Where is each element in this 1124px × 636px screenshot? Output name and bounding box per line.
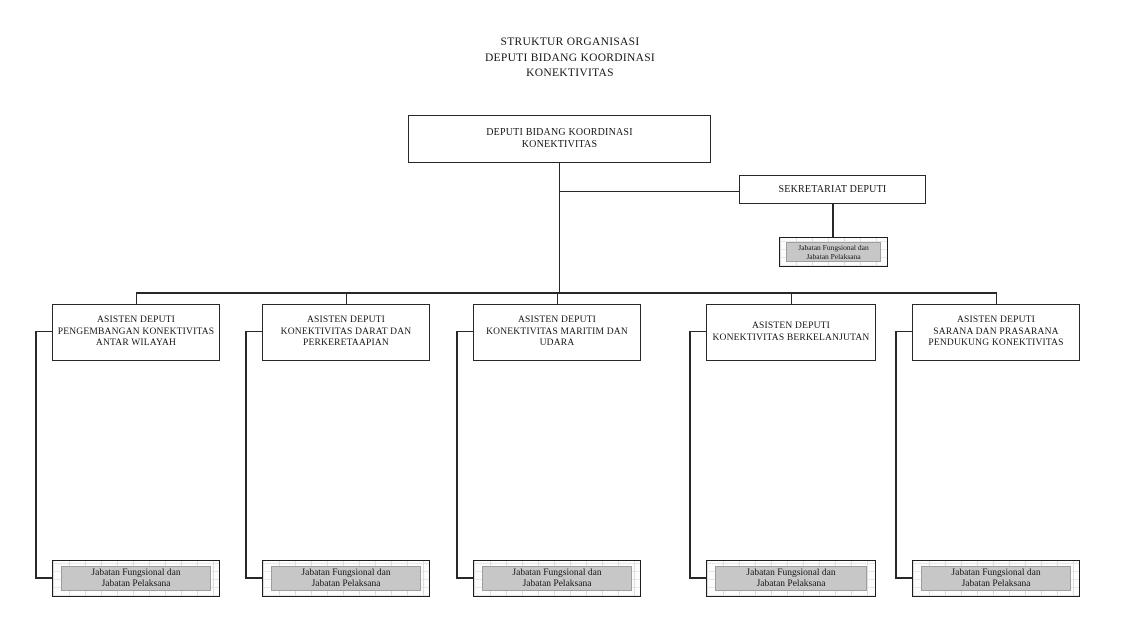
connector-elbow-vertical-5 [895,330,897,579]
jabatan-label-line: Jabatan Pelaksana [311,578,381,589]
node-asisten-deputi-3: ASISTEN DEPUTI KONEKTIVITAS MARITIM DAN … [473,304,641,361]
connector-drop-unit-4 [790,292,792,304]
jabatan-label-line: Jabatan Fungsional dan [798,243,869,252]
node-jabatan-secretariat: Jabatan Fungsional dan Jabatan Pelaksana [779,237,888,267]
node-jabatan-unit-2: Jabatan Fungsional dan Jabatan Pelaksana [262,560,430,597]
connector-elbow-bottom-4 [689,577,706,579]
connector-elbow-stub-4 [689,330,706,332]
node-label-line: ANTAR WILAYAH [95,338,177,349]
node-label-line: ASISTEN DEPUTI [306,314,385,325]
jabatan-label: Jabatan Fungsional dan Jabatan Pelaksana [715,566,867,591]
connector-elbow-stub-1 [35,330,52,332]
connector-drop-unit-5 [995,292,997,304]
connector-drop-unit-2 [345,292,347,304]
node-asisten-deputi-1: ASISTEN DEPUTI PENGEMBANGAN KONEKTIVITAS… [52,304,220,361]
node-label-line: PENDUKUNG KONEKTIVITAS [928,338,1064,349]
node-label-line: ASISTEN DEPUTI [96,314,175,325]
node-jabatan-unit-4: Jabatan Fungsional dan Jabatan Pelaksana [706,560,876,597]
connector-elbow-vertical-2 [245,330,247,579]
connector-root-spine [558,163,560,293]
node-label-line: ASISTEN DEPUTI [517,314,596,325]
jabatan-label: Jabatan Fungsional dan Jabatan Pelaksana [786,242,881,262]
connector-elbow-vertical-1 [35,330,37,579]
jabatan-label-line: Jabatan Fungsional dan [951,567,1041,578]
node-label-line: KONEKTIVITAS MARITIM DAN [486,326,628,337]
node-label-line: DEPUTI BIDANG KOORDINASI [486,126,633,138]
connector-secretariat-drop [832,204,834,237]
jabatan-label-line: Jabatan Pelaksana [961,578,1031,589]
connector-elbow-stub-5 [895,330,912,332]
connector-secretariat-branch [559,190,739,192]
node-jabatan-unit-1: Jabatan Fungsional dan Jabatan Pelaksana [52,560,220,597]
node-asisten-deputi-5: ASISTEN DEPUTI SARANA DAN PRASARANA PEND… [912,304,1080,361]
jabatan-label-line: Jabatan Pelaksana [101,578,171,589]
node-label-line: KONEKTIVITAS DARAT DAN [280,326,412,337]
connector-drop-unit-1 [135,292,137,304]
node-asisten-deputi-4: ASISTEN DEPUTI KONEKTIVITAS BERKELANJUTA… [706,304,876,361]
node-sekretariat-deputi: SEKRETARIAT DEPUTI [739,175,926,204]
node-label-line: PERKERETAAPIAN [303,338,389,349]
jabatan-label-line: Jabatan Pelaksana [806,252,861,261]
node-label-line: SEKRETARIAT DEPUTI [778,183,887,195]
jabatan-label: Jabatan Fungsional dan Jabatan Pelaksana [921,566,1071,591]
jabatan-label: Jabatan Fungsional dan Jabatan Pelaksana [61,566,211,591]
chart-title: STRUKTUR ORGANISASI DEPUTI BIDANG KOORDI… [370,35,770,82]
node-label-line: ASISTEN DEPUTI [751,320,830,331]
chart-title-line-1: STRUKTUR ORGANISASI [500,36,640,48]
node-label-line: PENGEMBANGAN KONEKTIVITAS [57,326,215,337]
connector-drop-unit-3 [556,292,558,304]
jabatan-label: Jabatan Fungsional dan Jabatan Pelaksana [271,566,421,591]
jabatan-label-line: Jabatan Fungsional dan [301,567,391,578]
node-label-line: ASISTEN DEPUTI [956,314,1035,325]
node-jabatan-unit-3: Jabatan Fungsional dan Jabatan Pelaksana [473,560,641,597]
connector-elbow-vertical-3 [456,330,458,579]
chart-title-line-3: KONEKTIVITAS [526,67,614,79]
node-jabatan-unit-5: Jabatan Fungsional dan Jabatan Pelaksana [912,560,1080,597]
node-label-line: KONEKTIVITAS [521,139,598,150]
connector-elbow-bottom-3 [456,577,473,579]
connector-elbow-stub-3 [456,330,473,332]
node-label-line: SARANA DAN PRASARANA [933,326,1059,337]
jabatan-label-line: Jabatan Pelaksana [756,578,826,589]
connector-distribution-line [135,292,997,294]
node-label-line: UDARA [539,338,575,349]
connector-elbow-bottom-1 [35,577,52,579]
connector-elbow-stub-2 [245,330,262,332]
connector-elbow-vertical-4 [689,330,691,579]
node-asisten-deputi-2: ASISTEN DEPUTI KONEKTIVITAS DARAT DAN PE… [262,304,430,361]
jabatan-label: Jabatan Fungsional dan Jabatan Pelaksana [482,566,632,591]
connector-elbow-bottom-5 [895,577,912,579]
connector-elbow-bottom-2 [245,577,262,579]
chart-title-line-2: DEPUTI BIDANG KOORDINASI [484,51,656,64]
node-label-line: KONEKTIVITAS BERKELANJUTAN [712,332,870,343]
jabatan-label-line: Jabatan Fungsional dan [512,567,602,578]
jabatan-label-line: Jabatan Pelaksana [522,578,592,589]
node-deputi-bidang-koordinasi: DEPUTI BIDANG KOORDINASI KONEKTIVITAS [408,115,711,163]
jabatan-label-line: Jabatan Fungsional dan [746,567,836,578]
jabatan-label-line: Jabatan Fungsional dan [91,567,181,578]
